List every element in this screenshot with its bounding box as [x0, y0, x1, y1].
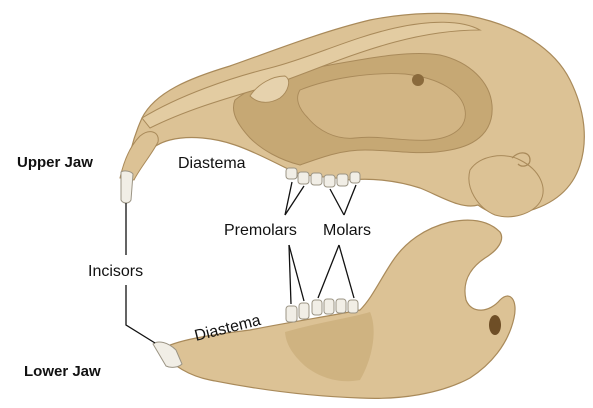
incisors-leader-lower — [126, 285, 155, 343]
lower-molar-3 — [336, 299, 346, 313]
premolars-label: Premolars — [224, 222, 297, 239]
diastema-upper-label: Diastema — [178, 155, 246, 172]
lower-molar-4 — [348, 300, 358, 313]
lower-premolar-1 — [286, 306, 297, 322]
upper-premolar-2 — [298, 172, 309, 184]
upper-molar-4 — [350, 172, 360, 183]
lower-premolar-2 — [299, 303, 309, 319]
molars-leader-down-2 — [339, 245, 354, 298]
upper-molar-2 — [324, 175, 335, 187]
upper-molar-1 — [311, 173, 322, 185]
molars-label: Molars — [323, 222, 371, 239]
molars-leader-up-2 — [344, 185, 356, 215]
eye-spot — [412, 74, 424, 86]
incisors-label: Incisors — [88, 263, 143, 280]
lower-molar-1 — [312, 300, 322, 315]
upper-incisor — [121, 171, 133, 203]
upper-premolar-1 — [286, 168, 297, 179]
upper-skull — [120, 13, 584, 216]
lower-jaw-label: Lower Jaw — [24, 363, 101, 380]
lower-molar-2 — [324, 299, 334, 314]
upper-jaw-label: Upper Jaw — [17, 154, 93, 171]
molars-leader-down-1 — [318, 245, 339, 298]
molars-leader-up-1 — [330, 189, 344, 215]
upper-molar-3 — [337, 174, 348, 186]
orbit-panel — [298, 74, 466, 141]
mandible-foramen — [489, 315, 501, 335]
